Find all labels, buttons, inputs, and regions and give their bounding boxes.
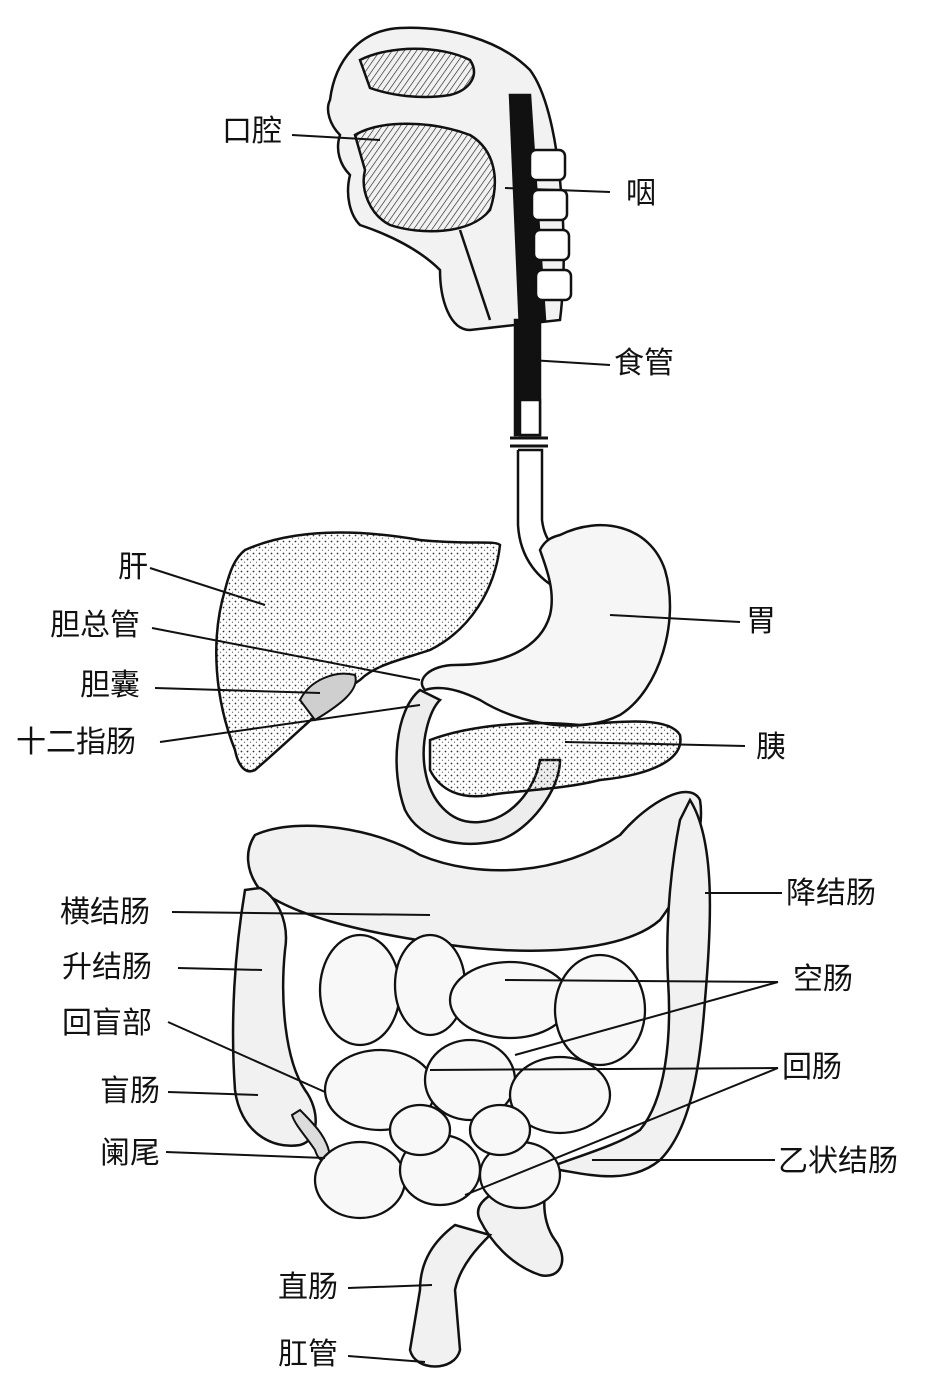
label-transverse-colon: 横结肠 (60, 895, 150, 931)
label-sigmoid-colon: 乙状结肠 (778, 1144, 898, 1180)
label-esophagus: 食管 (614, 346, 674, 382)
leader-esophagus (530, 360, 610, 365)
label-anal-canal: 肛管 (278, 1337, 338, 1373)
label-pharynx: 咽 (626, 176, 656, 212)
label-mouth: 口腔 (222, 114, 282, 150)
label-jejunum: 空肠 (793, 962, 853, 998)
label-stomach: 胃 (746, 604, 776, 640)
label-cecum: 盲肠 (100, 1074, 160, 1110)
label-liver: 肝 (118, 550, 148, 586)
label-rectum: 直肠 (278, 1270, 338, 1306)
leader-appendix (166, 1152, 325, 1158)
label-descending-colon: 降结肠 (786, 876, 876, 912)
label-ileum: 回肠 (782, 1050, 842, 1086)
head-section (328, 28, 571, 330)
label-duodenum: 十二指肠 (16, 725, 136, 761)
label-ileocecal: 回盲部 (62, 1006, 152, 1042)
label-appendix: 阑尾 (100, 1136, 160, 1172)
pancreas-shape (430, 721, 680, 796)
label-gallbladder: 胆囊 (80, 668, 140, 704)
label-common-bile-duct: 胆总管 (50, 608, 140, 644)
label-pancreas: 胰 (756, 730, 786, 766)
label-ascending-colon: 升结肠 (62, 950, 152, 986)
